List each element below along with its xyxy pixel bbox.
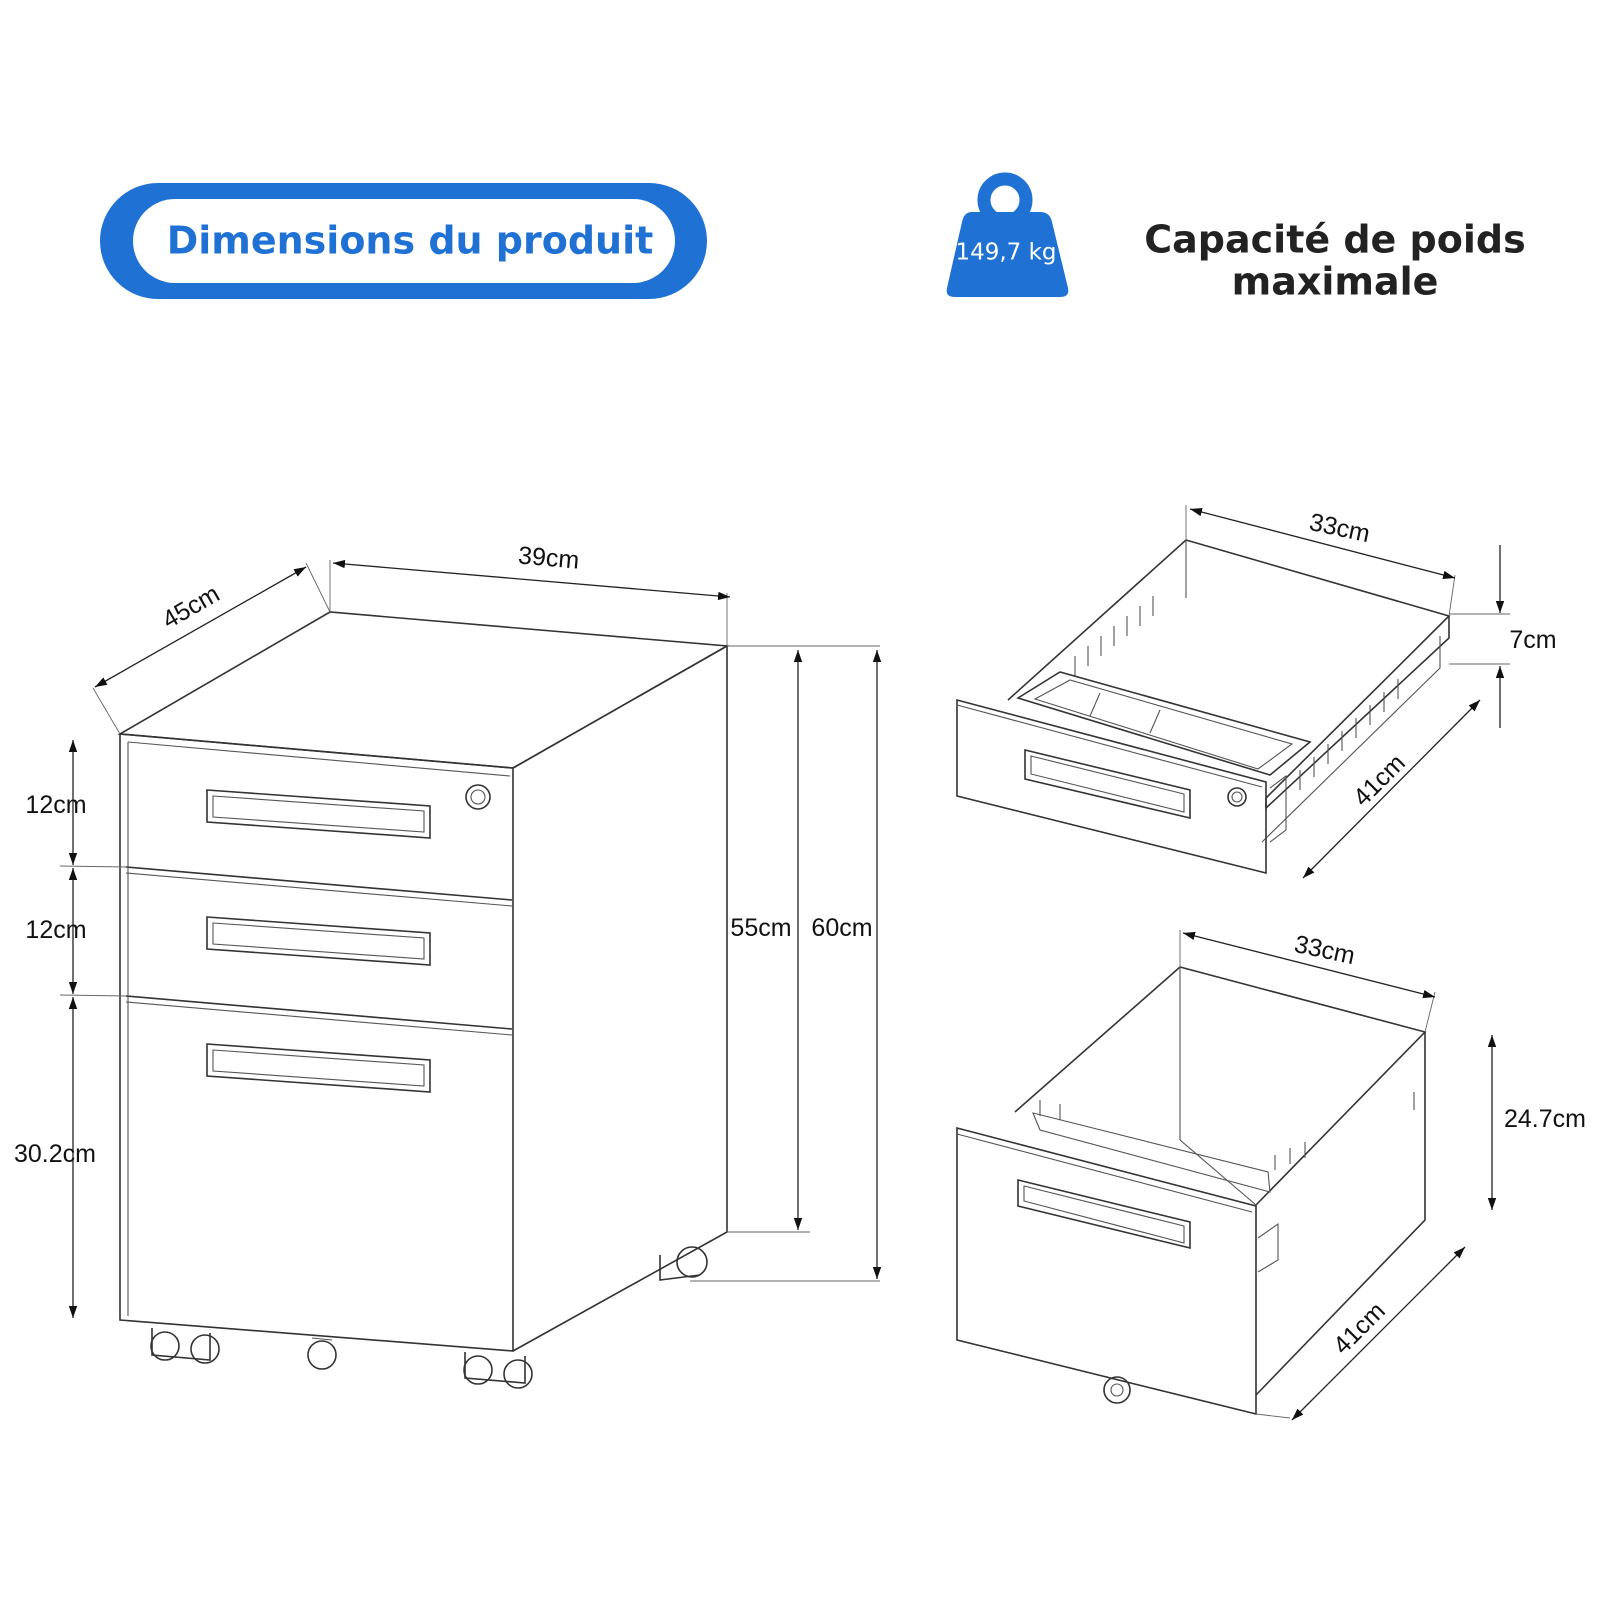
cabinet-width-label: 39cm bbox=[517, 541, 580, 574]
small-drawer-dimensions: 33cm 7cm 41cm bbox=[1185, 505, 1557, 879]
drawer-top-height-label: 12cm bbox=[25, 791, 86, 819]
drawer-bottom-height-label: 30.2cm bbox=[14, 1140, 96, 1168]
weight-icon: 149,7 kg bbox=[946, 172, 1069, 297]
caster-wheel-icon bbox=[150, 1328, 220, 1364]
drawer-handle-top bbox=[206, 789, 431, 839]
lock-icon bbox=[1227, 787, 1247, 807]
cabinet-drawing bbox=[117, 611, 730, 1389]
page-title: Dimensions du produit bbox=[167, 219, 654, 263]
drawer-handle bbox=[1024, 748, 1191, 820]
caster-wheel-icon bbox=[463, 1352, 533, 1389]
small-drawer-drawing bbox=[956, 539, 1451, 875]
caster-wheel-icon bbox=[659, 1246, 708, 1281]
caster-wheel-icon bbox=[1103, 1376, 1131, 1404]
drawer-handle-bottom bbox=[206, 1043, 431, 1093]
total-height-label: 60cm bbox=[811, 914, 872, 942]
small-drawer-depth-label: 41cm bbox=[1348, 749, 1411, 812]
caster-wheel-icon bbox=[307, 1337, 337, 1370]
drawer-handle bbox=[1017, 1178, 1191, 1250]
capacity-label-line1: Capacité de poids bbox=[1144, 218, 1525, 262]
title-badge: Dimensions du produit bbox=[100, 183, 707, 299]
cabinet-dimensions: 45cm 39cm 12cm 12cm 30.2cm 55cm 60cm bbox=[14, 541, 882, 1318]
large-drawer-depth-label: 41cm bbox=[1328, 1297, 1391, 1360]
drawer-handle-middle bbox=[206, 916, 431, 966]
small-drawer-height-label: 7cm bbox=[1509, 626, 1556, 654]
weight-value: 149,7 kg bbox=[955, 240, 1056, 266]
large-drawer-dimensions: 33cm 24.7cm 41cm bbox=[1179, 930, 1586, 1421]
large-drawer-height-label: 24.7cm bbox=[1504, 1105, 1586, 1133]
lock-icon bbox=[465, 784, 491, 810]
cabinet-depth-label: 45cm bbox=[158, 580, 225, 635]
capacity-label-line2: maximale bbox=[1232, 260, 1439, 304]
drawer-middle-height-label: 12cm bbox=[25, 916, 86, 944]
body-height-label: 55cm bbox=[730, 914, 791, 942]
large-drawer-width-label: 33cm bbox=[1292, 930, 1358, 970]
